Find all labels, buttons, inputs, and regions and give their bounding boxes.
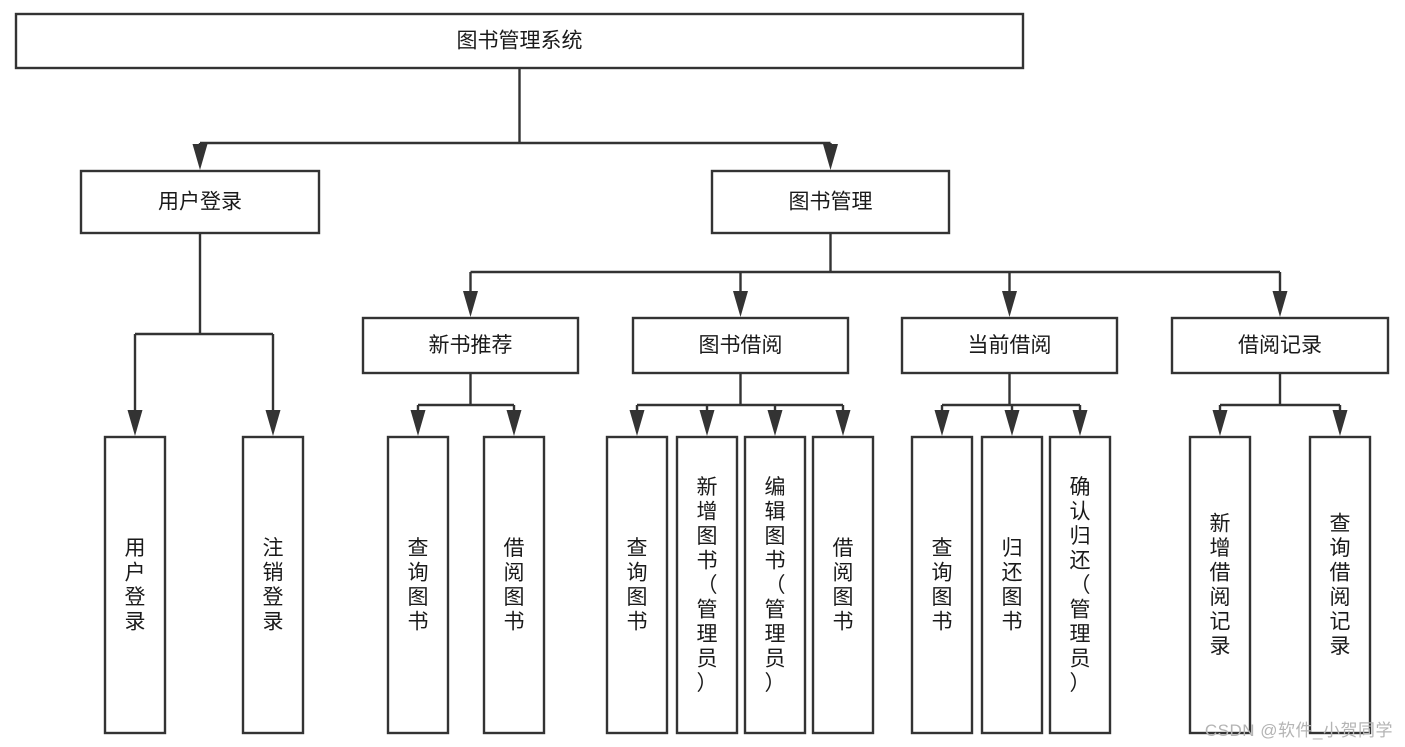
node-label: 图书管理 [789, 191, 873, 214]
arrow-head-icon [629, 410, 645, 436]
node-box[interactable] [1170, 316, 1390, 375]
node-label: 图书管理系统 [457, 30, 583, 53]
arrow-head-icon [934, 410, 950, 436]
arrow-head-icon [1004, 410, 1020, 436]
node-label: 新书推荐 [429, 334, 513, 357]
node-user-login[interactable]: 用户登录 [79, 169, 321, 235]
connector-group [629, 373, 851, 436]
node-current-borrow[interactable]: 当前借阅 [900, 316, 1119, 375]
node-book-borrow[interactable]: 图书借阅 [631, 316, 850, 375]
connector-group [463, 233, 1288, 317]
connector-group [1212, 373, 1348, 436]
node-label: 查询图书 [627, 537, 648, 634]
node-box[interactable] [675, 435, 739, 735]
node-leaf-add-book[interactable]: 新增图书（管理员） [675, 435, 739, 735]
node-leaf-borrow-book-1[interactable]: 借阅图书 [482, 435, 546, 735]
arrow-head-icon [699, 410, 715, 436]
node-box[interactable] [743, 435, 807, 735]
node-box[interactable] [1308, 435, 1372, 735]
node-label: 新增借阅记录 [1210, 513, 1231, 659]
connector-group [192, 68, 838, 170]
node-leaf-query-book-3[interactable]: 查询图书 [910, 435, 974, 735]
arrow-head-icon [192, 144, 208, 170]
node-leaf-add-borrow-record[interactable]: 新增借阅记录 [1188, 435, 1252, 735]
node-label: 用户登录 [158, 191, 242, 214]
node-book-manage[interactable]: 图书管理 [710, 169, 951, 235]
arrow-head-icon [767, 410, 783, 436]
node-label: 编辑图书（管理员） [765, 476, 786, 695]
node-box[interactable] [710, 169, 951, 235]
node-leaf-query-book-2[interactable]: 查询图书 [605, 435, 669, 735]
connector-group [410, 373, 522, 436]
node-label: 归还图书 [1002, 537, 1023, 634]
arrow-head-icon [506, 410, 522, 436]
arrow-head-icon [1072, 410, 1088, 436]
node-new-book-recommend[interactable]: 新书推荐 [361, 316, 580, 375]
node-layer: 图书管理系统用户登录图书管理新书推荐图书借阅当前借阅借阅记录用户登录注销登录查询… [14, 12, 1390, 735]
arrow-head-icon [835, 410, 851, 436]
node-leaf-edit-book[interactable]: 编辑图书（管理员） [743, 435, 807, 735]
connector-group [127, 233, 281, 436]
arrow-head-icon [1212, 410, 1228, 436]
node-box[interactable] [14, 12, 1025, 70]
arrow-head-icon [733, 291, 748, 317]
node-label: 查询图书 [408, 537, 429, 634]
arrow-head-icon [1332, 410, 1348, 436]
connector-layer [127, 68, 1348, 436]
node-label: 查询图书 [932, 537, 953, 634]
node-label: 借阅记录 [1238, 334, 1322, 357]
node-box[interactable] [1188, 435, 1252, 735]
node-box[interactable] [900, 316, 1119, 375]
node-label: 当前借阅 [968, 334, 1052, 357]
arrow-head-icon [463, 291, 478, 317]
node-box[interactable] [605, 435, 669, 735]
node-label: 借阅图书 [833, 537, 854, 634]
node-leaf-user-login[interactable]: 用户登录 [103, 435, 167, 735]
node-leaf-query-borrow-record[interactable]: 查询借阅记录 [1308, 435, 1372, 735]
node-box[interactable] [79, 169, 321, 235]
node-leaf-logout[interactable]: 注销登录 [241, 435, 305, 735]
node-box[interactable] [910, 435, 974, 735]
node-label: 新增图书（管理员） [697, 476, 718, 695]
node-label: 查询借阅记录 [1330, 513, 1351, 659]
node-label: 用户登录 [125, 537, 146, 634]
arrow-head-icon [1272, 291, 1288, 317]
connector-group [934, 373, 1088, 436]
node-box[interactable] [103, 435, 167, 735]
node-label: 借阅图书 [504, 537, 525, 634]
arrow-head-icon [823, 144, 838, 170]
node-box[interactable] [811, 435, 875, 735]
node-leaf-borrow-book-2[interactable]: 借阅图书 [811, 435, 875, 735]
arrow-head-icon [410, 410, 426, 436]
node-leaf-query-book-1[interactable]: 查询图书 [386, 435, 450, 735]
node-box[interactable] [386, 435, 450, 735]
node-box[interactable] [361, 316, 580, 375]
node-label: 注销登录 [263, 537, 284, 634]
node-borrow-record[interactable]: 借阅记录 [1170, 316, 1390, 375]
arrow-head-icon [127, 410, 143, 436]
node-box[interactable] [631, 316, 850, 375]
watermark: CSDN @软件_小贺同学 [1204, 721, 1393, 740]
arrow-head-icon [265, 410, 281, 436]
node-box[interactable] [482, 435, 546, 735]
node-root[interactable]: 图书管理系统 [14, 12, 1025, 70]
node-leaf-confirm-return[interactable]: 确认归还（管理员） [1048, 435, 1112, 735]
arrow-head-icon [1002, 291, 1017, 317]
node-leaf-return-book[interactable]: 归还图书 [980, 435, 1044, 735]
node-label: 确认归还（管理员） [1070, 476, 1091, 695]
node-box[interactable] [980, 435, 1044, 735]
node-box[interactable] [241, 435, 305, 735]
node-box[interactable] [1048, 435, 1112, 735]
node-label: 图书借阅 [699, 334, 783, 357]
